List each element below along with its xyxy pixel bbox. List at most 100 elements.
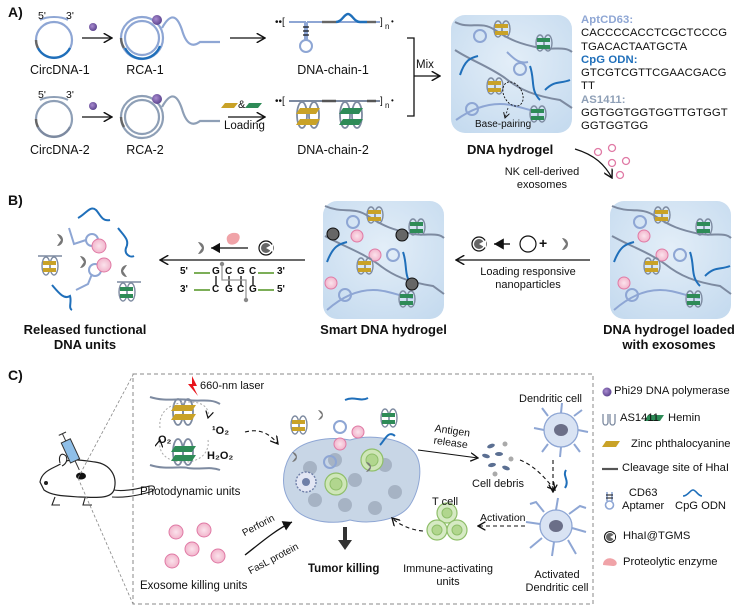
activated-dc-label: Activated Dendritic cell (521, 569, 593, 594)
legend-cleavage: Cleavage site of HhaI (622, 462, 729, 474)
label-line: Loading responsive (480, 266, 576, 278)
panel-label-a: A) (8, 4, 23, 20)
panel-label-b: B) (8, 192, 23, 208)
exosome-units-label: Exosome killing units (140, 580, 248, 592)
mouse-injection-icon (39, 374, 156, 605)
circdna-1-label: CircDNA-1 (30, 63, 90, 77)
cell-debris-icon (482, 441, 514, 477)
legend-hhai-tgms: HhaI@TGMS (623, 530, 691, 542)
released-dna-units-icon (38, 207, 141, 311)
dashed-arrow (244, 430, 278, 444)
rca-2-label: RCA-2 (126, 143, 164, 157)
ampersand-label: & (238, 99, 246, 111)
cpg-odn-name: CpG ODN: (581, 53, 638, 66)
sequence-list: AptCD63: CACCCCACCTCGCTCCCG TGACACTAATGC… (581, 14, 728, 134)
base-label: G (225, 284, 233, 295)
label-line: Immune-activating (403, 563, 493, 575)
laser-label: 660-nm laser (200, 380, 265, 392)
legend-as1411: AS1411 (620, 412, 659, 424)
h2o2-label: H₂O₂ (207, 450, 234, 462)
zinc-legend-icon (602, 441, 620, 447)
photodynamic-units-icon (149, 376, 221, 471)
legend-cpg: CpG ODN (675, 500, 726, 512)
dna-chain-1-icon: ••[ ] n • (275, 12, 394, 53)
title-line: DNA units (53, 336, 117, 352)
curved-arrow (574, 148, 612, 178)
panel-label-c: C) (8, 367, 23, 383)
three-prime-label: 3' (66, 10, 74, 22)
legend-zinc: Zinc phthalocyanine (631, 438, 731, 450)
loading-np-label: Loading responsive nanoparticles (468, 266, 588, 291)
rca-1-label: RCA-1 (126, 63, 164, 77)
base-label: C (225, 266, 233, 277)
loading-reagents-icon (221, 103, 262, 108)
cpg-odn-strand (563, 469, 568, 489)
tumor-killing-label: Tumor killing (308, 563, 380, 575)
cpg-seq-line: GTCGTCGTTCGAACGACG (581, 67, 727, 80)
nk-exosomes-line: exosomes (516, 178, 568, 191)
smart-hydrogel-title: Smart DNA hydrogel (320, 322, 447, 337)
svg-text:n: n (385, 22, 389, 31)
cpg-seq-line: TT (581, 80, 596, 93)
aptcd63-seq-line: CACCCCACCTCGCTCCCG (581, 27, 728, 40)
cpg-legend-icon (682, 489, 703, 497)
base-label: C (212, 284, 220, 295)
legend-polymerase: Phi29 DNA polymerase (614, 385, 730, 397)
three-prime-label: 3' (66, 89, 74, 101)
dendritic-cell-label: Dendritic cell (519, 393, 582, 405)
legend-hemin: Hemin (668, 412, 701, 424)
label-line: Dendritic cell (525, 581, 589, 594)
five-prime-label: 5' (38, 89, 46, 101)
singlet-oxygen-label: ¹O₂ (212, 425, 230, 437)
base-label: G (212, 266, 220, 277)
mix-bracket (407, 37, 415, 117)
strand-end-label: 5' (277, 284, 285, 295)
label-line: nanoparticles (495, 278, 561, 291)
hhai-tgms-legend-icon (603, 530, 617, 544)
svg-text:••[: ••[ (275, 96, 285, 107)
aptcd63-seq-line: TGACACTAATGCTA (581, 40, 688, 53)
rca-2-icon (119, 94, 220, 140)
dna-chain-2-icon: ••[ ] n • (275, 96, 394, 129)
base-label: C (249, 266, 257, 277)
antigen-arrow (417, 449, 478, 458)
legend-line: CD63 (628, 487, 658, 499)
zoom-inset-box (132, 373, 594, 605)
nk-exosomes-label: NK cell-derived exosomes (497, 166, 587, 191)
as1411-legend-icon (602, 414, 616, 426)
svg-text:]: ] (380, 17, 383, 28)
plus-sign: + (539, 235, 548, 251)
circdna-1-icon (34, 16, 74, 60)
strand-end-label: 5' (180, 266, 188, 277)
five-prime-label: 5' (38, 10, 46, 22)
enzyme-legend-icon (603, 558, 617, 566)
circdna-2-icon (34, 96, 74, 139)
legend-line: Aptamer (622, 500, 665, 513)
activated-dendritic-cell-icon (525, 497, 587, 557)
polymerase-icon (89, 23, 97, 31)
dashed-arrow (392, 518, 424, 532)
base-label: G (237, 266, 245, 277)
loading-label: Loading (224, 120, 265, 132)
aptcd63-name: AptCD63: (581, 14, 634, 26)
tumor-cluster-icon (283, 397, 421, 523)
dna-chain-2-label: DNA-chain-2 (297, 143, 369, 157)
svg-text:•: • (391, 96, 394, 105)
base-label: G (249, 284, 257, 295)
dashed-arrow (519, 459, 555, 490)
enzyme-activation-icon (198, 232, 274, 256)
as1411-seq-line: GGTGGTGG (581, 120, 649, 133)
cell-debris-label: Cell debris (472, 478, 524, 490)
exosome-killing-units-icon (164, 522, 226, 569)
t-cell-label: T cell (432, 496, 459, 508)
t-cell-icon (426, 502, 468, 541)
hydrogel-loaded-icon (610, 201, 732, 319)
oxygen-label: O₂ (158, 434, 172, 446)
hemin-legend-icon (644, 415, 664, 421)
polymerase-legend-icon (602, 387, 612, 397)
legend-icons (602, 387, 703, 566)
perforin-arrow (244, 521, 293, 556)
nanoparticle-assembly-icon (471, 235, 568, 253)
circdna-2-label: CircDNA-2 (30, 143, 90, 157)
svg-text:••[: ••[ (275, 17, 285, 28)
